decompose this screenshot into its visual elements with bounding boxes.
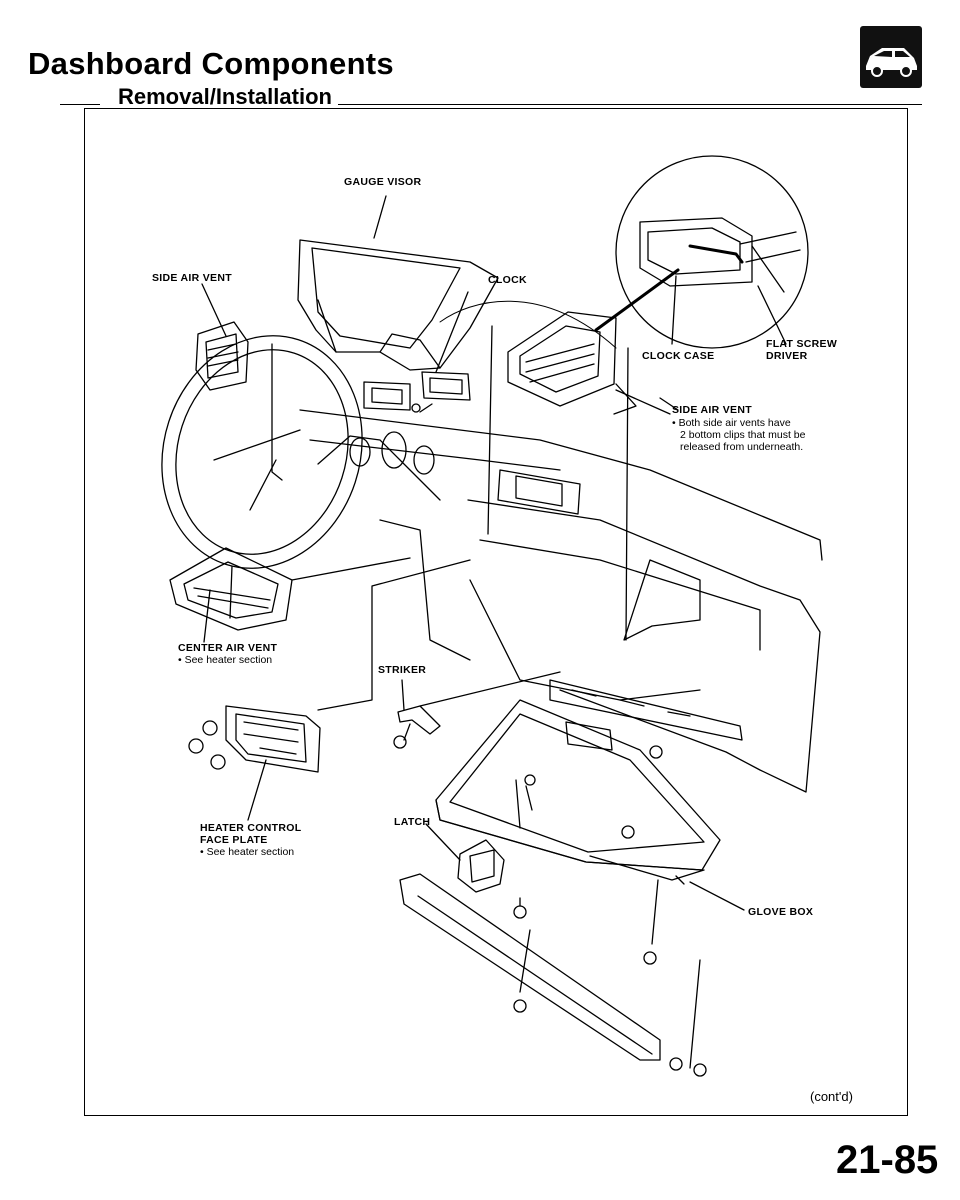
label-center-air-vent: CENTER AIR VENT [178,642,278,654]
glove-box-leader [690,882,744,910]
center-air-vent-drawing [170,548,410,642]
clock-case-callout [440,156,808,348]
side-air-vent-right-drawing [508,312,678,414]
page-number: 21-85 [836,1138,939,1182]
lower-trim-drawing [400,874,706,1076]
note-side-air-vent-3: released from underneath. [680,441,804,453]
clock-drawing [364,292,470,412]
label-heater-control-line-1: HEATER CONTROL [200,822,302,834]
label-side-air-vent-left: SIDE AIR VENT [152,272,232,284]
latch-drawing [426,824,526,918]
note-side-air-vent-1: • Both side air vents have [672,417,791,429]
label-latch: LATCH [394,816,431,828]
car-icon-glyph [866,48,917,77]
glove-box-drawing [436,700,720,884]
label-side-air-vent-right: SIDE AIR VENT [672,404,752,416]
section-rule-right [322,104,922,105]
section-rule-left [60,104,100,105]
note-center-air-vent: • See heater section [178,654,273,666]
side-vent-leader [616,390,670,414]
car-icon [860,26,922,88]
label-striker: STRIKER [378,664,427,676]
label-heater-control-line-2: FACE PLATE [200,834,268,846]
label-flat-screwdriver-line-1: FLAT SCREW [766,338,838,350]
label-gauge-visor: GAUGE VISOR [344,176,422,188]
gauge-visor-drawing [298,196,498,370]
page-title: Dashboard Components [28,46,394,81]
illustration-frame [84,108,908,1116]
label-glove-box: GLOVE BOX [748,906,814,918]
continued-note: (cont'd) [810,1089,853,1104]
label-clock: CLOCK [488,274,527,286]
note-side-air-vent-2: 2 bottom clips that must be [680,429,806,441]
label-flat-screwdriver-line-2: DRIVER [766,350,808,362]
heater-control-face-plate-drawing [189,560,470,820]
side-air-vent-left-drawing [196,284,248,390]
striker-drawing [394,672,560,748]
section-title: Removal/Installation [112,86,338,108]
label-clock-case: CLOCK CASE [642,350,715,362]
dashboard-drawing [132,309,822,792]
note-heater-control: • See heater section [200,846,295,858]
